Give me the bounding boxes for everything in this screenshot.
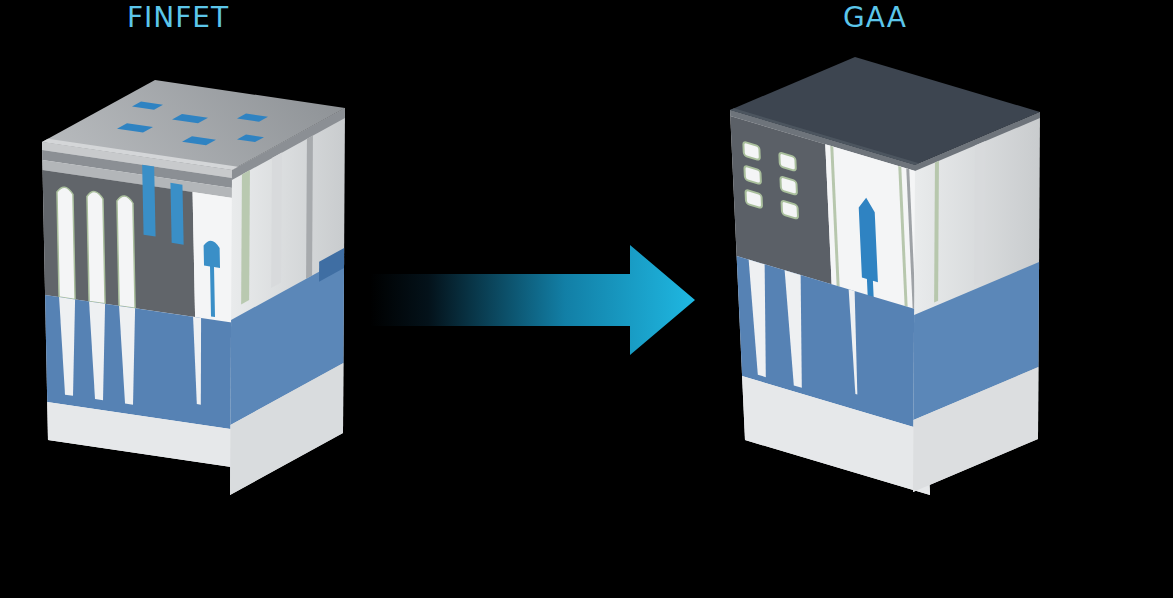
gaa-block (730, 57, 1040, 495)
device-block: GAA (695, 0, 1060, 500)
block-heading: GAA (843, 4, 907, 32)
gaa-side-face (913, 112, 1040, 492)
gaa-cut-face (730, 110, 930, 495)
device-block: FINFET (40, 0, 370, 500)
finfet-side-face (230, 108, 345, 495)
finfet-cut-face (42, 142, 238, 468)
block-heading: FINFET (127, 4, 229, 32)
transition-arrow (370, 245, 695, 355)
finfet-top-face (42, 80, 345, 170)
gaa-top-face (730, 57, 1040, 165)
finfet-block (42, 80, 345, 495)
